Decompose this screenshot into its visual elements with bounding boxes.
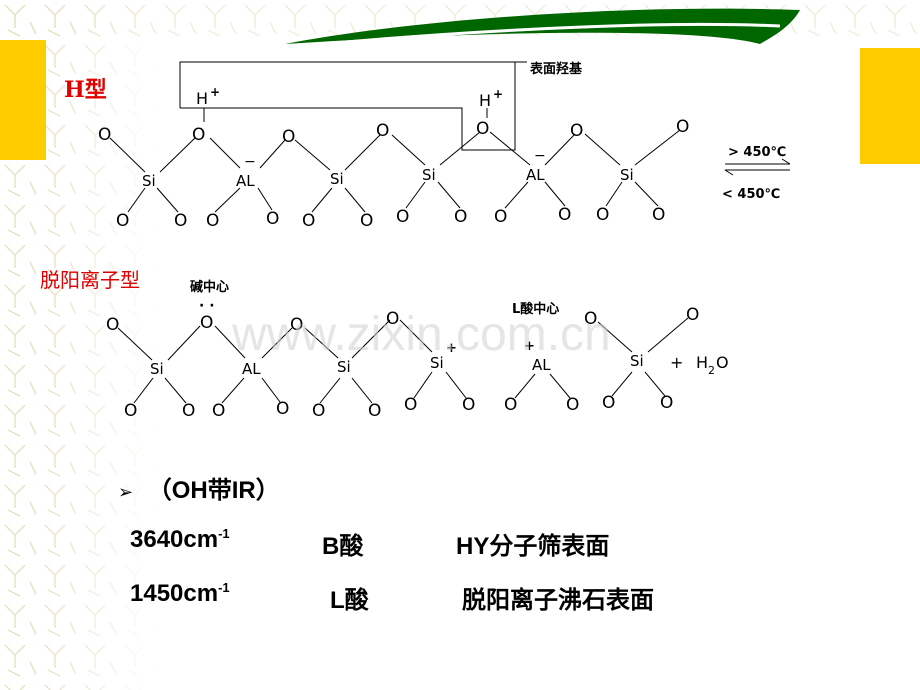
atom-o: O [212, 401, 225, 421]
atom-o: O [200, 313, 213, 333]
atom-h: H [479, 91, 491, 110]
charge-plus: + [446, 341, 457, 356]
cation-type-title: 脱阳离子型 [40, 268, 140, 292]
atom-o: O [116, 211, 129, 231]
atom-o: O [290, 315, 303, 335]
ir-row-2: 1450cm-1 [130, 580, 230, 608]
atom-si: Si [142, 172, 156, 190]
watermark: www.zixin.com.cn [231, 308, 611, 361]
atom-o: O [192, 125, 205, 145]
atom-h: H [196, 89, 208, 108]
atom-labels: O O O O O O O O O O O O O O O O O O O Si… [98, 85, 786, 421]
atom-o: O [566, 395, 579, 415]
atom-o: O [570, 121, 583, 141]
atom-o: O [686, 305, 699, 325]
atom-al: AL [526, 166, 545, 184]
wavenumber: 3640cm [130, 526, 219, 553]
atom-al: AL [242, 360, 261, 378]
atom-o: O [206, 211, 219, 231]
charge-plus: + [210, 85, 220, 99]
atom-o: O [602, 393, 615, 413]
atom-o: O [494, 207, 507, 227]
atom-o: O [652, 205, 665, 225]
atom-o: O [266, 209, 279, 229]
h-type-title: H型 [64, 77, 107, 103]
charge-minus: − [534, 148, 546, 164]
l-acid-center-label: L酸中心 [512, 302, 560, 317]
surface-type: HY分子筛表面 [456, 533, 610, 560]
atom-si: Si [330, 170, 344, 188]
surface-type: 脱阳离子沸石表面 [462, 587, 654, 614]
atom-o: O [98, 125, 111, 145]
wavenumber-exponent: -1 [218, 580, 230, 595]
atom-si: Si [620, 166, 634, 184]
atom-si: Si [422, 166, 436, 184]
water-o: O [716, 353, 729, 372]
atom-o: O [660, 393, 673, 413]
atom-o: O [106, 315, 119, 335]
acid-type: L酸 [330, 587, 369, 614]
atom-o: O [404, 395, 417, 415]
atom-o: O [676, 117, 689, 137]
ir-bullet-text: （OH带IR） [147, 477, 280, 504]
temp-forward-label: > 450℃ [728, 145, 786, 160]
atom-o: O [312, 401, 325, 421]
ir-bullet: ➢ （OH带IR） [118, 470, 280, 505]
surface-hydroxyl-label: 表面羟基 [530, 62, 583, 77]
atom-o: O [476, 119, 489, 139]
atom-o: O [174, 211, 187, 231]
atom-o: O [596, 205, 609, 225]
wavenumber-exponent: -1 [218, 526, 230, 541]
wavenumber: 1450cm [130, 580, 219, 607]
atom-o: O [396, 207, 409, 227]
bullet-arrow-icon: ➢ [118, 482, 134, 503]
atom-o: O [360, 211, 373, 231]
atom-o: O [376, 121, 389, 141]
atom-o: O [584, 309, 597, 329]
atom-o: O [124, 401, 137, 421]
atom-o: O [454, 207, 467, 227]
temp-reverse-label: < 450℃ [722, 187, 780, 202]
atom-o: O [504, 395, 517, 415]
atom-o: O [276, 399, 289, 419]
atom-o: O [368, 401, 381, 421]
atom-si: Si [430, 354, 444, 372]
water-subscript: 2 [708, 364, 715, 377]
acid-type: B酸 [322, 533, 364, 560]
charge-plus: + [493, 87, 503, 101]
ir-row-1: 3640cm-1 [130, 526, 230, 554]
left-yellow-block [0, 40, 46, 160]
right-yellow-block [860, 48, 920, 164]
bond-lines [109, 61, 791, 404]
atom-al: AL [236, 172, 255, 190]
atom-si: Si [630, 352, 644, 370]
atom-o: O [386, 309, 399, 329]
lone-pair: · · [199, 298, 215, 314]
atom-o: O [302, 211, 315, 231]
atom-si: Si [150, 360, 164, 378]
water-plus: + [670, 353, 683, 372]
atom-si: Si [337, 358, 351, 376]
base-center-label: 碱中心 [190, 280, 230, 295]
atom-o: O [462, 395, 475, 415]
atom-o: O [282, 127, 295, 147]
water-h: H [696, 353, 708, 372]
atom-al: AL [532, 356, 551, 374]
atom-o: O [558, 205, 571, 225]
atom-o: O [182, 401, 195, 421]
charge-minus: − [244, 154, 256, 170]
charge-plus: + [524, 339, 535, 354]
